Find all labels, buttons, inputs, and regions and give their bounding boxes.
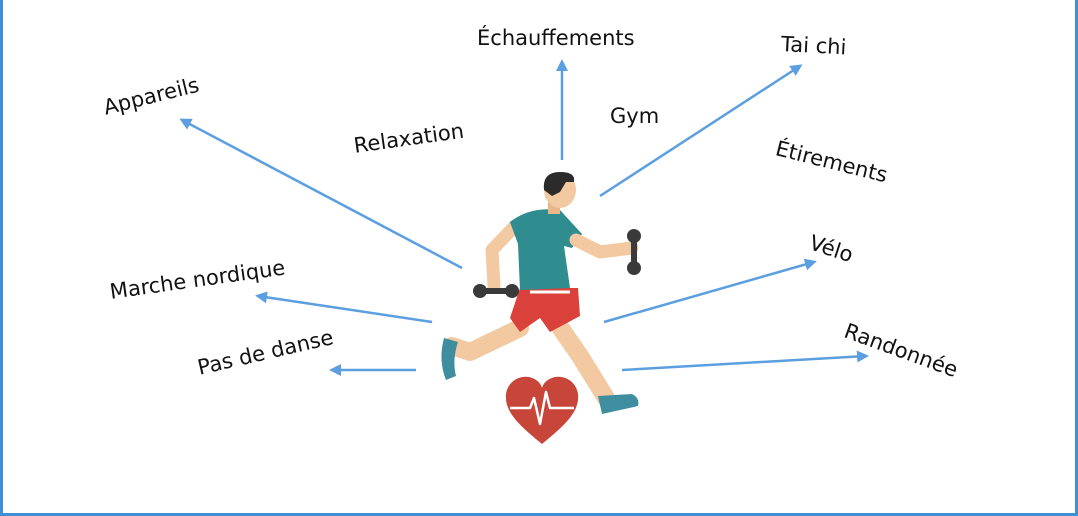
arrow-appareils [179,118,463,270]
label-echauffements: Échauffements [477,26,635,50]
arrow-randonnee [621,350,869,372]
label-tai-chi: Tai chi [780,32,847,60]
heart-with-pulse-icon [505,376,579,444]
dumbbell-right [627,229,641,275]
dumbbell-left [473,284,519,298]
arrow-velo [603,258,817,324]
arrow-tai-chi [599,64,803,198]
arrow-marche-nordique [255,291,433,324]
label-gym: Gym [610,104,660,128]
runner-with-dumbbells [441,172,641,414]
